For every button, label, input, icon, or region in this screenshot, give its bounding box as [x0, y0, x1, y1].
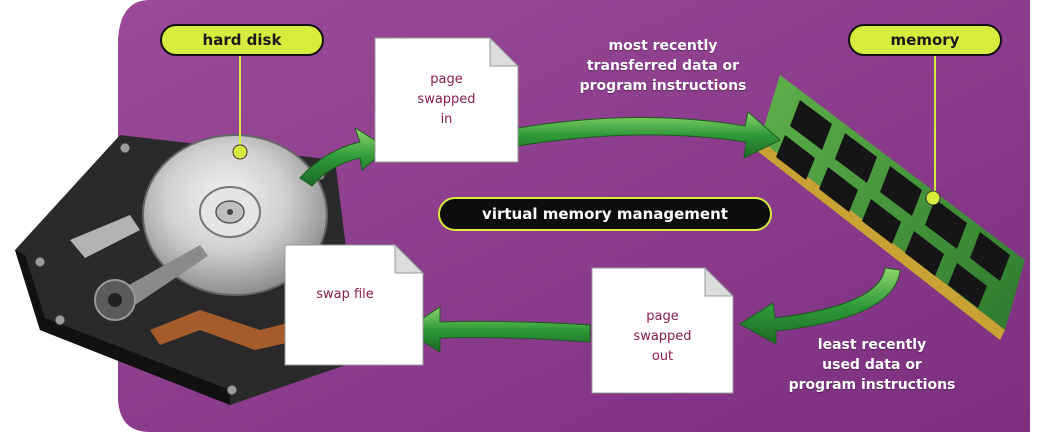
doc-line: page — [430, 72, 463, 87]
memory-label: memory — [848, 24, 1002, 56]
arrow-page-in-to-memory — [517, 111, 781, 159]
caption-least-recently: least recently used data or program inst… — [752, 335, 992, 395]
hard-disk-label-text: hard disk — [202, 31, 282, 49]
document-swap-file — [284, 243, 425, 366]
doc-line: swapped — [633, 329, 692, 344]
hard-disk-illustration — [15, 134, 360, 405]
doc-line: out — [651, 349, 674, 364]
arrow-memory-to-page-out — [739, 267, 901, 345]
memory-module-illustration — [756, 75, 1025, 340]
document-page-swapped-out — [591, 266, 735, 394]
memory-label-text: memory — [890, 31, 960, 49]
document-page-swapped-in — [374, 36, 520, 163]
memory-pointer-dot — [925, 190, 941, 206]
doc-line: page — [646, 309, 679, 324]
caption-bottom-line: program instructions — [788, 377, 956, 393]
page-swapped-out-text: page swapped out — [592, 307, 733, 367]
swap-file-text: swap file — [285, 285, 405, 305]
virtual-memory-management-text: virtual memory management — [482, 205, 728, 223]
caption-bottom-line: used data or — [822, 357, 922, 373]
virtual-memory-management-label: virtual memory management — [438, 197, 772, 231]
doc-line: swapped — [417, 92, 476, 107]
doc-line: swap file — [316, 287, 374, 302]
hard-disk-label: hard disk — [160, 24, 324, 56]
page-swapped-in-text: page swapped in — [375, 70, 518, 130]
caption-top-line: program instructions — [579, 78, 747, 94]
doc-line: in — [440, 112, 453, 127]
caption-bottom-line: least recently — [817, 337, 927, 353]
caption-top-line: most recently — [608, 38, 718, 54]
caption-most-recently: most recently transferred data or progra… — [548, 36, 778, 96]
hard-disk-pointer-dot — [232, 144, 248, 160]
caption-top-line: transferred data or — [586, 58, 740, 74]
